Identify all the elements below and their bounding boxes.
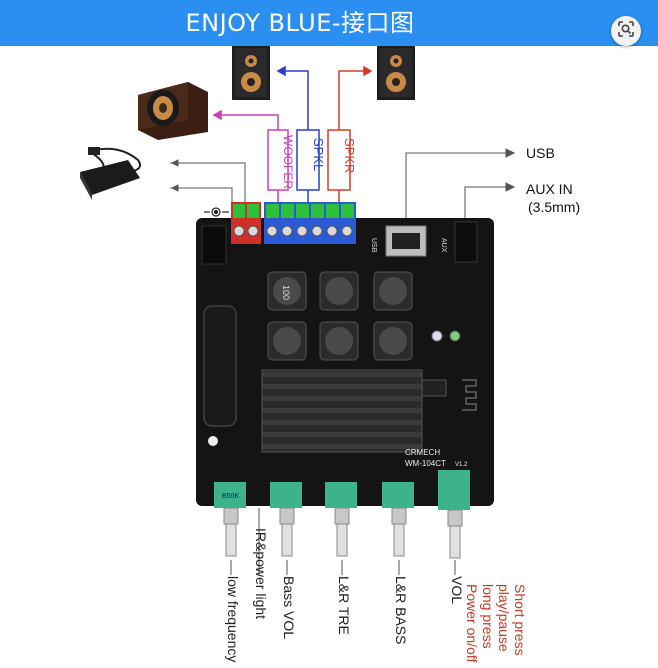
- spkl-label-box: SPKL: [296, 129, 326, 191]
- woofer-label-box: WOOFER: [267, 129, 295, 191]
- led-green: [449, 330, 461, 342]
- capacitor: [203, 305, 237, 427]
- header-banner: ENJOY BLUE-接口图: [0, 0, 658, 46]
- pot-marking: B50K: [222, 493, 239, 500]
- inductors: [267, 271, 413, 361]
- spkr-wire: [338, 65, 373, 130]
- label-pointers: [230, 508, 456, 575]
- ir-led: [208, 436, 218, 446]
- board-brand: CRMECH: [405, 448, 440, 457]
- board-model: WM-104CT: [405, 459, 446, 468]
- led-white: [431, 330, 443, 342]
- spkl-label: SPKL: [311, 138, 326, 171]
- power-on-off-note: Power on/off: [464, 584, 480, 663]
- short-press-note: Short press: [512, 584, 528, 656]
- aux-jack: [454, 221, 478, 263]
- interface-diagram: WOOFER SPKL SPKR: [80, 46, 516, 575]
- page-title: ENJOY BLUE-接口图: [185, 9, 415, 37]
- woofer-speaker-image: [138, 82, 208, 140]
- woofer-label: WOOFER: [281, 135, 295, 189]
- power-adapter-image: [80, 147, 141, 200]
- vol-label: VOL: [449, 576, 465, 605]
- lr-bass-label: L&R BASS: [393, 576, 409, 645]
- right-speaker-image: [377, 46, 415, 100]
- aux-size-label: (3.5mm): [528, 199, 581, 215]
- lr-tre-label: L&R TRE: [336, 576, 352, 635]
- aux-in-label: AUX IN: [526, 181, 573, 197]
- spkr-label: SPKR: [342, 138, 357, 173]
- heatsink: [261, 369, 423, 453]
- bt-antenna: [462, 379, 477, 411]
- dc-jack: [201, 225, 227, 265]
- speaker-terminals: [264, 202, 356, 244]
- woofer-wire: [212, 109, 279, 130]
- power-lines: [170, 159, 246, 202]
- potentiometers: [214, 470, 470, 510]
- usb-silk: USB: [370, 238, 377, 253]
- google-lens-icon: [617, 20, 635, 43]
- ir-power-light-label: IR&power light: [253, 528, 269, 620]
- aux-silk: AUX: [440, 238, 447, 253]
- amplifier-board: USB AUX 100 CRMECH WM-104CT V1.2: [196, 202, 494, 559]
- inductor-marking: 100: [281, 285, 291, 300]
- play-pause-note: play/pause: [496, 584, 512, 652]
- dc-symbol: [204, 207, 229, 217]
- usb-label: USB: [526, 145, 555, 161]
- spkl-wire: [276, 65, 309, 130]
- aux-pointer: [464, 182, 516, 222]
- left-speaker-image: [232, 46, 270, 100]
- long-press-note: long press: [480, 584, 496, 649]
- low-frequency-label: low frequency: [225, 576, 241, 663]
- spkr-label-box: SPKR: [327, 129, 357, 191]
- usb-pointer: [405, 148, 516, 224]
- google-lens-button[interactable]: [611, 16, 641, 46]
- knob-shafts: [223, 507, 463, 559]
- board-version: V1.2: [455, 462, 468, 468]
- chip: [421, 379, 447, 397]
- bass-vol-label: Bass VOL: [281, 576, 297, 640]
